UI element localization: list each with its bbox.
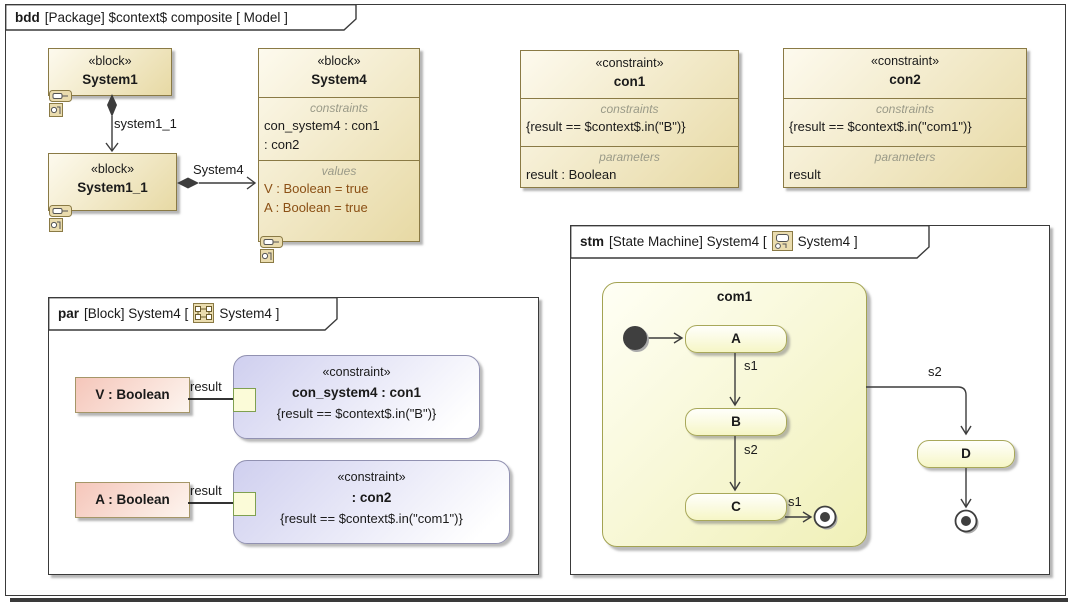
constraints-compartment: constraints {result == $context$.in("com… — [784, 98, 1026, 147]
stereotype-label: «block» — [90, 162, 135, 176]
state-b[interactable]: B — [685, 408, 787, 436]
constraint-expression: {result == $context$.in("B")} — [276, 406, 437, 421]
state-d[interactable]: D — [917, 440, 1015, 468]
diagram-title-post: System4 ] — [797, 233, 858, 249]
block-name: System1 — [82, 72, 138, 87]
constraint-block-con2[interactable]: «constraint» con2 constraints {result ==… — [783, 48, 1027, 188]
compartment-label: parameters — [599, 150, 660, 164]
constraint-expression[interactable]: {result == $context$.in("B")} — [526, 119, 686, 134]
state-machine-icon — [771, 231, 793, 251]
block-system1_1[interactable]: «block» System1_1 — [48, 153, 177, 211]
block-system1_1-decorations — [49, 205, 75, 238]
diagram-kind-label: par — [58, 305, 80, 321]
block-header: «block» System1_1 — [49, 154, 176, 197]
structure-and-statemachine-icon — [49, 205, 72, 232]
block-header: «constraint» con1 — [521, 51, 738, 91]
value-property-a-boolean[interactable]: A : Boolean — [75, 482, 190, 518]
transition-label-s2[interactable]: s2 — [744, 442, 758, 457]
block-name: con2 — [889, 72, 921, 87]
structure-and-statemachine-icon — [49, 90, 72, 117]
diagram-title-pre: [State Machine] System4 [ — [609, 233, 767, 249]
transition-label-s2[interactable]: s2 — [928, 364, 942, 379]
compartment-label: constraints — [875, 102, 935, 116]
frame-shadow — [10, 597, 1068, 602]
bdd-diagram-tab[interactable]: bdd [Package] $context$ composite [ Mode… — [5, 4, 357, 31]
value-property[interactable]: A : Boolean = true — [264, 200, 368, 215]
block-name: System4 — [311, 72, 367, 87]
value-property[interactable]: V : Boolean = true — [264, 181, 369, 196]
block-system4-decorations — [260, 236, 286, 269]
constraint-parameter-pin[interactable] — [233, 388, 256, 412]
state-a[interactable]: A — [685, 325, 787, 353]
diagram-title-post: System4 ] — [219, 305, 280, 321]
block-system1-decorations — [49, 90, 75, 123]
block-name: con1 — [613, 74, 646, 89]
binding-label-result[interactable]: result — [190, 483, 222, 498]
binding-label-result[interactable]: result — [190, 379, 222, 394]
parametric-diagram-icon — [193, 303, 215, 323]
constraint-property-name: con_system4 : con1 — [291, 385, 422, 400]
tab-shape — [570, 225, 930, 259]
constraint-property-con-system4[interactable]: «constraint» con_system4 : con1 {result … — [233, 355, 480, 439]
constraint-expression[interactable]: {result == $context$.in("com1")} — [789, 119, 972, 134]
stereotype-label: «constraint» — [337, 470, 406, 484]
parameters-compartment: parameters result — [784, 146, 1026, 188]
stereotype-label: «block» — [88, 54, 132, 68]
structure-and-statemachine-icon — [260, 236, 283, 263]
tab-shape — [48, 297, 338, 331]
block-system4[interactable]: «block» System4 constraints con_system4 … — [258, 48, 420, 242]
stm-diagram-tab[interactable]: stm [State Machine] System4 [ System4 ] — [570, 225, 930, 259]
constraints-compartment: constraints {result == $context$.in("B")… — [521, 98, 738, 147]
constraint-expression: {result == $context$.in("com1")} — [280, 511, 463, 526]
compartment-label: constraints — [309, 101, 369, 115]
stereotype-label: «constraint» — [322, 365, 391, 379]
diagram-title-pre: [Block] System4 [ — [84, 305, 189, 321]
constraint-property-con2[interactable]: «constraint» : con2 {result == $context$… — [233, 460, 510, 544]
compartment-label: values — [321, 164, 357, 178]
values-compartment: values V : Boolean = true A : Boolean = … — [259, 160, 419, 241]
stereotype-label: «block» — [317, 54, 361, 68]
compartment-label: constraints — [600, 102, 659, 116]
parameters-compartment: parameters result : Boolean — [521, 146, 738, 188]
constraint-property[interactable]: con_system4 : con1 — [264, 118, 380, 133]
stereotype-label: «constraint» — [870, 54, 940, 68]
state-c[interactable]: C — [685, 493, 787, 521]
constraint-property[interactable]: : con2 — [264, 137, 300, 152]
diagram-title: [Package] $context$ composite [ Model ] — [44, 10, 288, 25]
parameter[interactable]: result : Boolean — [526, 167, 617, 182]
constraint-property-name: : con2 — [351, 490, 392, 505]
constraints-compartment: constraints con_system4 : con1 : con2 — [259, 97, 419, 161]
block-header: «constraint» con2 — [784, 49, 1026, 89]
association-end-label-system4[interactable]: System4 — [193, 162, 244, 177]
transition-label-s1[interactable]: s1 — [744, 358, 758, 373]
stereotype-label: «constraint» — [595, 56, 664, 70]
diagram-kind-label: stm — [580, 233, 605, 249]
block-system1[interactable]: «block» System1 — [48, 48, 172, 96]
association-end-label-system1_1[interactable]: system1_1 — [114, 116, 177, 131]
par-diagram-tab[interactable]: par [Block] System4 [ System4 ] — [48, 297, 338, 331]
parameter[interactable]: result — [789, 167, 821, 182]
bdd-diagram-frame[interactable] — [5, 4, 1066, 596]
diagram-kind-label: bdd — [15, 10, 40, 25]
block-header: «block» System4 — [259, 49, 419, 89]
constraint-parameter-pin[interactable] — [233, 492, 256, 516]
tab-shape — [5, 4, 357, 31]
compartment-label: parameters — [874, 150, 936, 164]
constraint-block-con1[interactable]: «constraint» con1 constraints {result ==… — [520, 50, 739, 188]
state-name: com1 — [716, 289, 753, 304]
block-header: «block» System1 — [49, 49, 171, 89]
value-property-v-boolean[interactable]: V : Boolean — [75, 377, 190, 413]
transition-label-s1[interactable]: s1 — [788, 494, 802, 509]
block-name: System1_1 — [77, 180, 148, 195]
